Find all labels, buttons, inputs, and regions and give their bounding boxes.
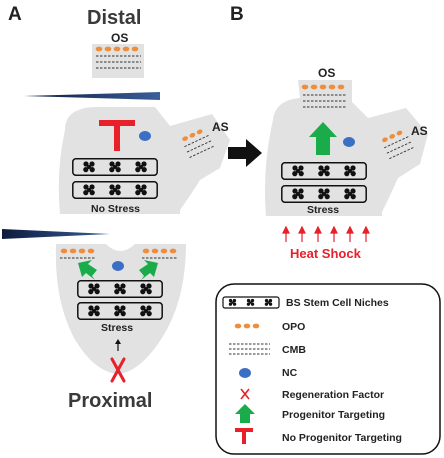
no-progenitor-targeting-icon bbox=[99, 120, 135, 151]
legend-label-4: Regeneration Factor bbox=[282, 389, 384, 401]
niche-row-1 bbox=[73, 159, 157, 175]
nc-icon bbox=[139, 131, 151, 141]
niche-row-6 bbox=[282, 186, 366, 202]
progenitor-targeting-arrow-left bbox=[78, 260, 97, 280]
distal-label: Distal bbox=[87, 7, 141, 29]
niche-row-2 bbox=[73, 182, 157, 198]
legend-label-6: No Progenitor Targeting bbox=[282, 432, 402, 444]
legend-item-nc: NC bbox=[239, 367, 298, 379]
stress-label-b: Stress bbox=[307, 204, 339, 216]
gradient-wedge-bottom bbox=[2, 229, 110, 239]
legend-label-0: BS Stem Cell Niches bbox=[286, 297, 389, 309]
legend-item-progenitor-targeting: Progenitor Targeting bbox=[235, 404, 385, 423]
as-label-b: AS bbox=[411, 124, 428, 138]
stress-label-a: Stress bbox=[101, 322, 133, 334]
no-stress-label: No Stress bbox=[91, 203, 140, 215]
legend-item-opo: OPO bbox=[234, 321, 305, 333]
as-label-a: AS bbox=[212, 120, 229, 134]
niche-row-4 bbox=[78, 303, 162, 319]
legend-item-regeneration-factor: Regeneration Factor bbox=[240, 388, 384, 401]
niche-row-5 bbox=[282, 163, 366, 179]
heat-shock-arrows bbox=[282, 225, 370, 242]
gradient-wedge-top bbox=[24, 92, 160, 100]
regeneration-factor-icon bbox=[110, 357, 126, 383]
distal-os-organ: OS bbox=[92, 31, 144, 78]
heat-shock-label: Heat Shock bbox=[290, 246, 362, 261]
tissue-heat-shock: OS AS Stress bbox=[264, 66, 428, 216]
legend-label-5: Progenitor Targeting bbox=[282, 409, 385, 421]
legend-item-no-progenitor-targeting: No Progenitor Targeting bbox=[235, 428, 402, 444]
legend-label-1: OPO bbox=[282, 321, 305, 333]
legend-item-cmb: CMB bbox=[229, 343, 306, 356]
os-label: OS bbox=[111, 31, 128, 45]
legend-box: BS Stem Cell Niches OPO CMB NC bbox=[215, 283, 441, 455]
progenitor-targeting-arrow-right bbox=[139, 260, 158, 280]
legend-label-2: CMB bbox=[282, 344, 306, 356]
tissue-no-stress: AS No Stress bbox=[58, 107, 231, 215]
proximal-label: Proximal bbox=[68, 390, 152, 412]
panel-b-label: B bbox=[230, 4, 244, 25]
legend-item-bs-stem-cell-niches: BS Stem Cell Niches bbox=[222, 296, 389, 309]
tissue-stress-proximal: Stress bbox=[55, 244, 187, 383]
progenitor-targeting-arrow-up bbox=[309, 122, 337, 155]
panel-a-label: A bbox=[8, 4, 22, 25]
niche-row-3 bbox=[78, 281, 162, 297]
legend-label-3: NC bbox=[282, 367, 298, 379]
os-label-b: OS bbox=[318, 66, 335, 80]
transition-arrow bbox=[228, 139, 262, 167]
